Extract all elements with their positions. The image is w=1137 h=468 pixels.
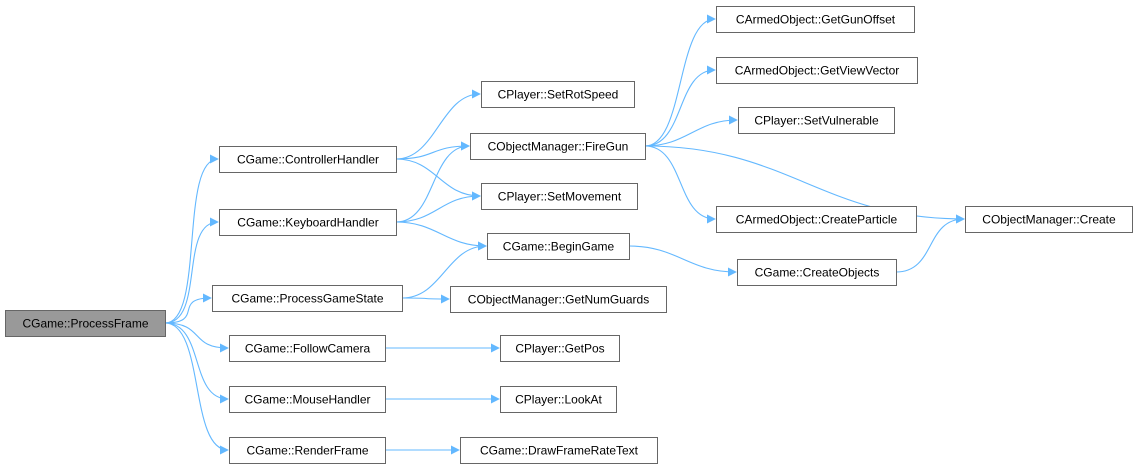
node-box [212, 285, 403, 312]
node-box [965, 206, 1133, 233]
node-label: CGame::ControllerHandler [237, 153, 379, 167]
node-label: CGame::ProcessGameState [231, 292, 383, 306]
edge-process-frame-to-process-game-state [164, 293, 212, 324]
edge-process-game-state-to-get-num-guards [401, 294, 450, 304]
node-label: CArmedObject::CreateParticle [736, 213, 898, 227]
node-follow-camera[interactable]: CGame::FollowCamera [229, 335, 386, 362]
node-box [219, 146, 397, 173]
node-box [229, 386, 386, 413]
node-keyboard-handler[interactable]: CGame::KeyboardHandler [219, 209, 397, 236]
node-label: CGame::RenderFrame [246, 444, 368, 458]
node-label: CPlayer::SetMovement [498, 190, 622, 204]
node-set-vulnerable[interactable]: CPlayer::SetVulnerable [738, 107, 895, 134]
node-om-create[interactable]: CObjectManager::Create [965, 206, 1133, 233]
node-look-at[interactable]: CPlayer::LookAt [500, 386, 617, 413]
node-box [716, 57, 918, 84]
node-label: CGame::FollowCamera [245, 342, 371, 356]
node-box [737, 259, 897, 286]
node-box [716, 6, 915, 33]
node-process-frame[interactable]: CGame::ProcessFrame [5, 310, 166, 337]
node-box [738, 107, 895, 134]
edge-fire-gun-to-get-view-vector [644, 65, 716, 147]
node-fire-gun[interactable]: CObjectManager::FireGun [470, 133, 646, 160]
edge-begin-game-to-create-objects [628, 245, 737, 277]
edge-keyboard-handler-to-begin-game [395, 221, 487, 251]
node-box [5, 310, 166, 337]
node-begin-game[interactable]: CGame::BeginGame [487, 233, 630, 260]
node-label: CGame::CreateObjects [755, 266, 880, 280]
edge-process-game-state-to-begin-game [401, 241, 487, 299]
node-box [460, 437, 658, 464]
node-label: CGame::MouseHandler [244, 393, 370, 407]
node-get-num-guards[interactable]: CObjectManager::GetNumGuards [450, 286, 667, 313]
edge-process-frame-to-keyboard-handler [164, 217, 219, 324]
node-label: CObjectManager::GetNumGuards [468, 293, 649, 307]
node-controller-handler[interactable]: CGame::ControllerHandler [219, 146, 397, 173]
node-box [470, 133, 646, 160]
node-label: CObjectManager::Create [982, 213, 1116, 227]
edge-process-frame-to-render-frame [164, 322, 229, 455]
edge-controller-handler-to-fire-gun [395, 141, 470, 160]
node-label: CGame::ProcessFrame [22, 317, 148, 331]
edge-process-frame-to-controller-handler [164, 154, 219, 324]
node-box [716, 206, 917, 233]
nodes-layer: CGame::ProcessFrame CGame::ControllerHand… [5, 6, 1133, 464]
edge-fire-gun-to-set-vulnerable [644, 115, 738, 147]
node-get-gun-offset[interactable]: CArmedObject::GetGunOffset [716, 6, 915, 33]
node-set-rot-speed[interactable]: CPlayer::SetRotSpeed [481, 81, 635, 108]
node-label: CGame::KeyboardHandler [237, 216, 378, 230]
node-get-pos[interactable]: CPlayer::GetPos [500, 335, 620, 362]
node-box [500, 386, 617, 413]
node-create-objects[interactable]: CGame::CreateObjects [737, 259, 897, 286]
edge-keyboard-handler-to-fire-gun [395, 141, 470, 223]
node-label: CGame::BeginGame [503, 240, 615, 254]
edge-process-frame-to-follow-camera [164, 322, 229, 353]
node-render-frame[interactable]: CGame::RenderFrame [229, 437, 386, 464]
edge-controller-handler-to-set-rot-speed [395, 89, 481, 160]
edge-process-frame-to-mouse-handler [164, 322, 229, 404]
node-box [450, 286, 667, 313]
node-box [500, 335, 620, 362]
node-box [481, 81, 635, 108]
node-label: CPlayer::GetPos [515, 342, 604, 356]
node-box [229, 335, 386, 362]
node-label: CPlayer::LookAt [515, 393, 602, 407]
node-label: CObjectManager::FireGun [488, 140, 629, 154]
node-box [219, 209, 397, 236]
node-box [229, 437, 386, 464]
node-box [481, 183, 638, 210]
node-label: CPlayer::SetVulnerable [754, 114, 879, 128]
edge-fire-gun-to-create-particle [644, 145, 716, 224]
edge-create-objects-to-om-create [895, 214, 965, 273]
node-get-view-vector[interactable]: CArmedObject::GetViewVector [716, 57, 918, 84]
edge-controller-handler-to-set-movement [395, 158, 481, 201]
edge-fire-gun-to-get-gun-offset [644, 14, 716, 147]
node-mouse-handler[interactable]: CGame::MouseHandler [229, 386, 386, 413]
edge-keyboard-handler-to-set-movement [395, 191, 481, 223]
node-label: CPlayer::SetRotSpeed [498, 88, 619, 102]
node-label: CArmedObject::GetGunOffset [736, 13, 896, 27]
node-set-movement[interactable]: CPlayer::SetMovement [481, 183, 638, 210]
node-draw-frame-rate-text[interactable]: CGame::DrawFrameRateText [460, 437, 658, 464]
node-process-game-state[interactable]: CGame::ProcessGameState [212, 285, 403, 312]
node-create-particle[interactable]: CArmedObject::CreateParticle [716, 206, 917, 233]
node-box [487, 233, 630, 260]
node-label: CArmedObject::GetViewVector [735, 64, 900, 78]
node-label: CGame::DrawFrameRateText [480, 444, 639, 458]
